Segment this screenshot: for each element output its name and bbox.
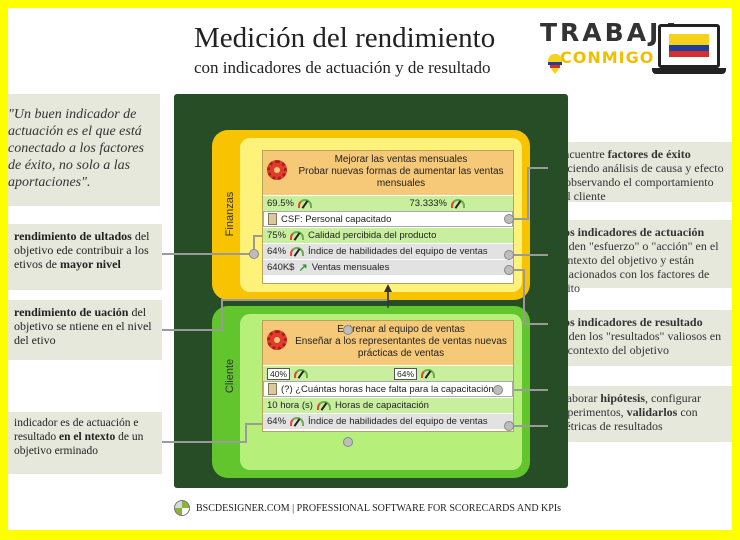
note-bold: Los indicadores de actuación	[556, 225, 705, 239]
progress-left-value: 69.5%	[267, 198, 294, 209]
note-text: miden "esfuerzo" o "acción" en el contex…	[556, 239, 719, 295]
indicator-row[interactable]: 75% Calidad percibida del producto	[263, 227, 513, 243]
right-note-performance-indicators: Los indicadores de actuación miden "esfu…	[548, 220, 732, 295]
note-bold: mayor nivel	[60, 257, 121, 271]
connector-dot	[343, 325, 353, 335]
note-bold: uación	[94, 305, 129, 319]
note-bold: en el ntexto	[59, 431, 116, 443]
connector-dot	[504, 265, 514, 275]
connector-dot	[504, 250, 514, 260]
footer-text: BSCDESIGNER.COM | PROFESSIONAL SOFTWARE …	[196, 502, 562, 514]
gauge-icon	[451, 199, 465, 208]
indicator-row[interactable]: 64% Índice de habilidades del equipo de …	[263, 243, 513, 259]
left-note-context: indicador es de actuación e resultado en…	[8, 412, 162, 474]
right-note-success-factors: Encuentre factores de éxito haciendo aná…	[548, 142, 732, 203]
gauge-icon	[290, 417, 305, 426]
perspective-label-finance: Finanzas	[224, 191, 236, 237]
indicator-name: Calidad percibida del producto	[308, 230, 437, 241]
left-note-performance: rendimiento de uación del objetivo se nt…	[8, 300, 162, 360]
indicator-name: Índice de habilidades del equipo de vent…	[308, 416, 488, 427]
quote-note: "Un buen indicador de actuación es el qu…	[8, 94, 160, 206]
goal-progress-row: 69.5% 73.333%	[263, 195, 513, 211]
progress-right-value: 64%	[393, 367, 417, 380]
indicator-name: Ventas mensuales	[311, 262, 390, 273]
indicator-value: 640K$	[267, 262, 295, 273]
note-bold: rendimiento de	[14, 229, 95, 243]
goal-header: Mejorar las ventas mensuales Probar nuev…	[263, 151, 513, 195]
connector-dot	[493, 385, 503, 395]
gauge-icon	[294, 369, 309, 378]
gauge-icon	[421, 369, 435, 378]
note-bold: hipótesis	[600, 391, 645, 405]
goal-title: Mejorar las ventas mensuales	[334, 154, 468, 165]
note-text: Encuentre	[556, 147, 608, 161]
note-text: de un objetivo erminado	[14, 431, 144, 457]
indicator-row[interactable]: 64% Índice de habilidades del equipo de …	[263, 413, 513, 429]
gauge-icon	[290, 231, 305, 240]
gear-icon	[267, 160, 287, 180]
brand-logo: TRABAJA CONMIGO	[536, 18, 732, 80]
note-text: haciendo análisis de causa y efecto y ob…	[556, 161, 724, 203]
perspective-label-client: Cliente	[224, 358, 236, 394]
csf-row[interactable]: CSF: Personal capacitado	[263, 211, 513, 227]
goal-card-finance[interactable]: Mejorar las ventas mensuales Probar nuev…	[262, 150, 514, 284]
goal-card-client[interactable]: Entrenar al equipo de ventas Enseñar a l…	[262, 320, 514, 432]
note-bold: ultados	[94, 229, 132, 243]
indicator-value: 64%	[267, 416, 287, 427]
note-bold: rendimiento de	[14, 305, 95, 319]
indicator-name: Horas de capacitación	[334, 400, 429, 411]
page-subtitle: con indicadores de actuación y de result…	[194, 58, 491, 77]
logo-word-trabaja: TRABAJA	[540, 18, 684, 47]
note-text: miden los "resultados" valiosos en el co…	[556, 329, 722, 357]
goal-subtitle: Enseñar a los representantes de ventas n…	[295, 336, 507, 359]
bsc-logo-icon	[174, 500, 190, 516]
canvas: Medición del rendimiento con indicadores…	[8, 8, 732, 530]
footer: BSCDESIGNER.COM | PROFESSIONAL SOFTWARE …	[174, 500, 561, 516]
note-bold: validarlos	[626, 405, 678, 419]
left-note-results: rendimiento de ultados del objetivo ede …	[8, 224, 162, 290]
connector-dot	[343, 437, 353, 447]
document-icon	[268, 383, 277, 395]
connector-dot	[504, 214, 514, 224]
question-label: (?) ¿Cuántas horas hace falta para la ca…	[281, 383, 494, 395]
indicator-row[interactable]: 640K$ ↗ Ventas mensuales	[263, 259, 513, 275]
gauge-icon	[297, 199, 312, 208]
connector-dot	[249, 249, 259, 259]
note-bold: factores de éxito	[607, 147, 691, 161]
page-title: Medición del rendimiento	[194, 22, 496, 54]
gear-icon	[267, 330, 287, 350]
progress-left-value: 40%	[267, 367, 291, 380]
goal-header: Entrenar al equipo de ventas Enseñar a l…	[263, 321, 513, 365]
document-icon	[268, 213, 277, 225]
goal-title: Entrenar al equipo de ventas	[337, 324, 465, 335]
progress-right-value: 73.333%	[409, 198, 447, 209]
indicator-value: 64%	[267, 246, 287, 257]
question-row[interactable]: (?) ¿Cuántas horas hace falta para la ca…	[263, 381, 513, 397]
note-text: indicador es de actuación e resultado	[14, 417, 139, 443]
indicator-row[interactable]: 10 hora (s) Horas de capacitación	[263, 397, 513, 413]
indicator-value: 10 hora (s)	[267, 400, 313, 411]
note-text: con métricas de resultados	[556, 405, 698, 433]
note-text: , configurar experimentos,	[556, 391, 701, 419]
right-note-result-indicators: Los indicadores de resultado miden los "…	[548, 310, 732, 366]
right-note-hypothesis: Elaborar hipótesis, configurar experimen…	[548, 386, 732, 442]
indicator-name: Índice de habilidades del equipo de vent…	[308, 246, 488, 257]
csf-label: CSF: Personal capacitado	[281, 213, 392, 225]
logo-word-conmigo: CONMIGO	[560, 48, 655, 67]
laptop-flag-icon	[658, 24, 720, 68]
connector-dot	[504, 421, 514, 431]
trend-up-icon: ↗	[298, 262, 308, 274]
gauge-icon	[290, 247, 305, 256]
indicator-value: 75%	[267, 230, 287, 241]
map-pin-icon	[548, 54, 562, 74]
note-text: del objetivo ede contribuir a los etivos…	[14, 229, 150, 271]
gauge-icon	[316, 401, 331, 410]
note-bold: Los indicadores de resultado	[556, 315, 703, 329]
laptop-base	[652, 68, 726, 74]
goal-progress-row: 40% 64%	[263, 365, 513, 381]
note-text: del objetivo se ntiene en el nivel del e…	[14, 305, 152, 347]
goal-subtitle: Probar nuevas formas de aumentar las ven…	[298, 166, 504, 189]
